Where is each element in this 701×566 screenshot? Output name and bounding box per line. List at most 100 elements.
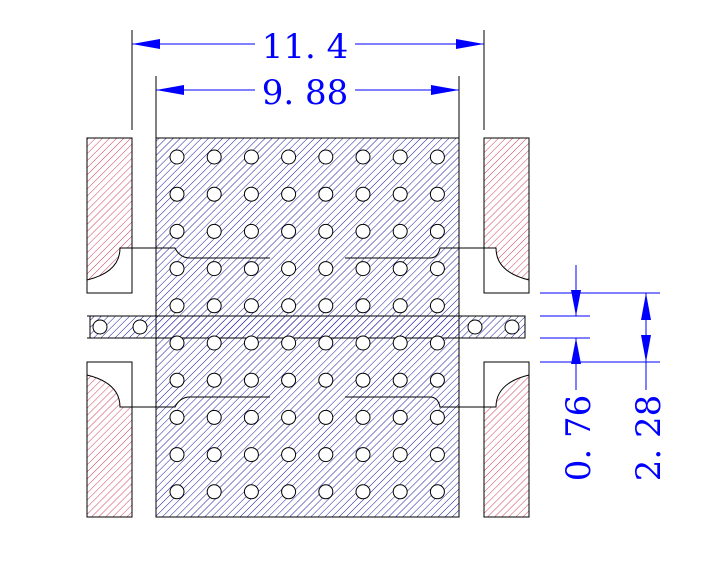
via-hole xyxy=(392,447,408,463)
via-hole xyxy=(392,298,408,314)
upper-outline xyxy=(120,247,496,259)
via-hole xyxy=(243,335,259,351)
via-hole xyxy=(355,261,371,277)
via-hole xyxy=(169,484,185,500)
via-hole xyxy=(243,149,259,165)
via-hole xyxy=(318,223,334,239)
via-hole xyxy=(318,186,334,202)
dim-overall-width: 11. 4 xyxy=(131,27,485,130)
dim-gap-height-label: 0. 76 xyxy=(559,395,599,482)
via-hole xyxy=(206,223,222,239)
via-hole xyxy=(429,372,445,388)
via-hole xyxy=(355,186,371,202)
via-hole xyxy=(355,223,371,239)
via-hole xyxy=(243,372,259,388)
via-hole xyxy=(392,149,408,165)
via-hole xyxy=(355,298,371,314)
via-hole xyxy=(243,298,259,314)
via-hole xyxy=(281,261,297,277)
via-hole xyxy=(281,223,297,239)
via-hole xyxy=(429,261,445,277)
via-hole xyxy=(429,149,445,165)
left-top-notch xyxy=(86,247,133,294)
via-hole xyxy=(169,298,185,314)
via-hole xyxy=(355,409,371,425)
left-bottom-notch xyxy=(86,361,133,408)
via-hole xyxy=(318,298,334,314)
via-grid xyxy=(169,149,445,500)
via-hole xyxy=(318,409,334,425)
via-hole xyxy=(318,335,334,351)
via-hole xyxy=(318,372,334,388)
via-hole xyxy=(243,186,259,202)
via-hole xyxy=(281,372,297,388)
dim-strip-height-label: 2. 28 xyxy=(629,395,669,482)
via-hole xyxy=(429,298,445,314)
strip-via-hole xyxy=(132,319,148,335)
via-hole xyxy=(169,186,185,202)
dim-gap-height: 0. 76 xyxy=(540,265,599,481)
via-hole xyxy=(355,484,371,500)
via-hole xyxy=(355,372,371,388)
dim-overall-width-label: 11. 4 xyxy=(262,27,349,67)
via-hole xyxy=(169,149,185,165)
via-hole xyxy=(281,186,297,202)
dim-strip-height: 2. 28 xyxy=(540,292,669,482)
via-hole xyxy=(281,149,297,165)
via-hole xyxy=(243,409,259,425)
via-hole xyxy=(169,335,185,351)
via-hole xyxy=(281,484,297,500)
via-hole xyxy=(206,186,222,202)
via-hole xyxy=(318,484,334,500)
via-hole xyxy=(206,261,222,277)
via-hole xyxy=(243,223,259,239)
via-hole xyxy=(392,335,408,351)
strip-via-hole xyxy=(92,319,108,335)
right-top-notch xyxy=(483,247,530,294)
via-hole xyxy=(355,335,371,351)
via-hole xyxy=(429,484,445,500)
via-hole xyxy=(243,261,259,277)
via-hole xyxy=(206,447,222,463)
via-hole xyxy=(355,149,371,165)
via-hole xyxy=(355,447,371,463)
via-hole xyxy=(392,261,408,277)
via-hole xyxy=(429,409,445,425)
via-hole xyxy=(206,298,222,314)
via-hole xyxy=(169,447,185,463)
via-hole xyxy=(392,372,408,388)
via-hole xyxy=(169,372,185,388)
via-hole xyxy=(429,186,445,202)
via-hole xyxy=(281,409,297,425)
via-hole xyxy=(281,335,297,351)
right-bottom-notch xyxy=(483,361,530,408)
via-hole xyxy=(243,447,259,463)
dim-board-width: 9. 88 xyxy=(155,73,460,138)
lower-outline xyxy=(120,396,496,408)
via-hole xyxy=(392,186,408,202)
dim-board-width-label: 9. 88 xyxy=(262,73,349,113)
strip-via-row xyxy=(92,319,520,335)
via-hole xyxy=(169,261,185,277)
via-hole xyxy=(206,335,222,351)
via-hole xyxy=(429,223,445,239)
via-hole xyxy=(206,149,222,165)
center-strip xyxy=(89,315,526,339)
via-hole xyxy=(318,149,334,165)
via-hole xyxy=(429,447,445,463)
via-hole xyxy=(318,447,334,463)
via-hole xyxy=(206,372,222,388)
via-hole xyxy=(281,447,297,463)
via-hole xyxy=(281,298,297,314)
via-hole xyxy=(169,223,185,239)
via-hole xyxy=(392,484,408,500)
strip-via-hole xyxy=(504,319,520,335)
via-hole xyxy=(392,409,408,425)
strip-via-hole xyxy=(467,319,483,335)
via-hole xyxy=(206,484,222,500)
via-hole xyxy=(206,409,222,425)
via-hole xyxy=(318,261,334,277)
via-hole xyxy=(169,409,185,425)
via-hole xyxy=(243,484,259,500)
